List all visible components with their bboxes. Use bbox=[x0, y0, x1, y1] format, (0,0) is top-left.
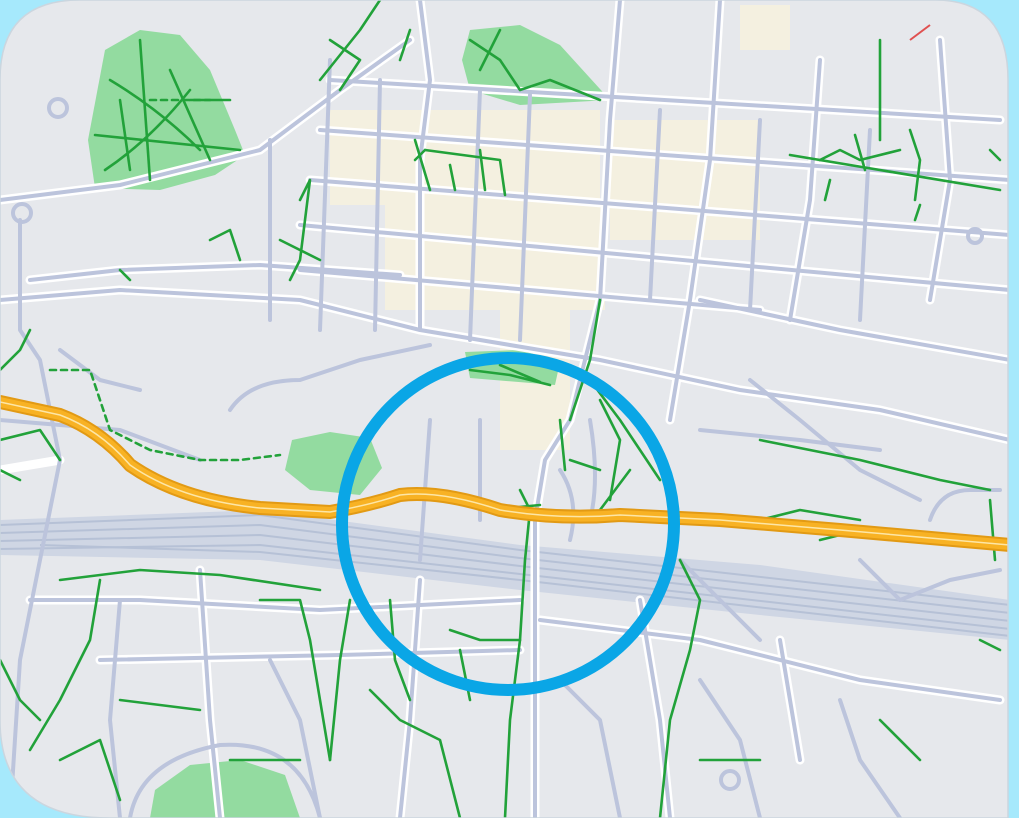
park-south bbox=[150, 760, 300, 818]
motorway bbox=[0, 395, 1008, 552]
roundabouts bbox=[11, 97, 984, 791]
street-central-east-west bbox=[0, 288, 1008, 442]
street-south-park-ring bbox=[128, 742, 322, 818]
street-northwest-arterial bbox=[0, 38, 412, 202]
railway-corridor bbox=[0, 510, 1008, 640]
highlight-circle[interactable] bbox=[336, 352, 680, 696]
park-north bbox=[462, 25, 610, 105]
boundary-accent bbox=[909, 24, 931, 41]
commercial-area bbox=[330, 5, 790, 450]
